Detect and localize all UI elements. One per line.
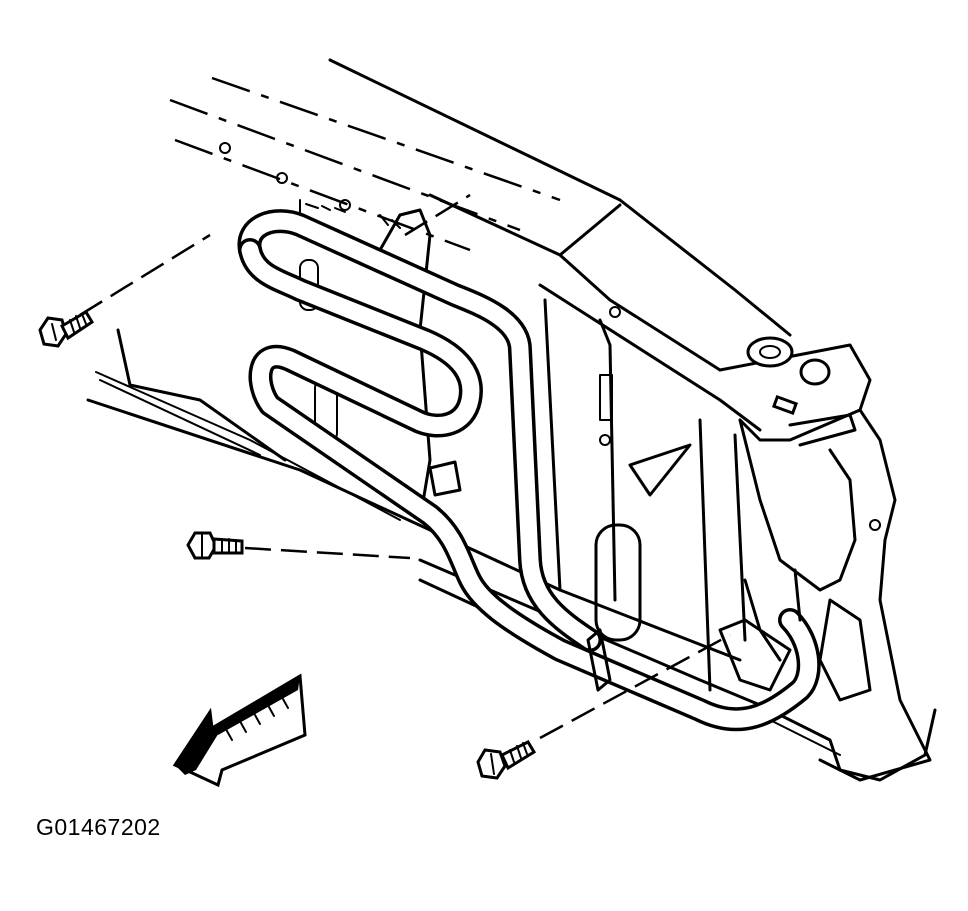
front-direction-arrow	[172, 673, 307, 788]
middle-left-bolt	[186, 531, 244, 560]
lower-right-bolt	[476, 740, 537, 780]
figure-id-label: G01467202	[36, 814, 161, 840]
leader-lines	[79, 193, 731, 740]
transmission-oil-cooler	[237, 209, 821, 732]
upper-left-bolt	[38, 309, 95, 348]
